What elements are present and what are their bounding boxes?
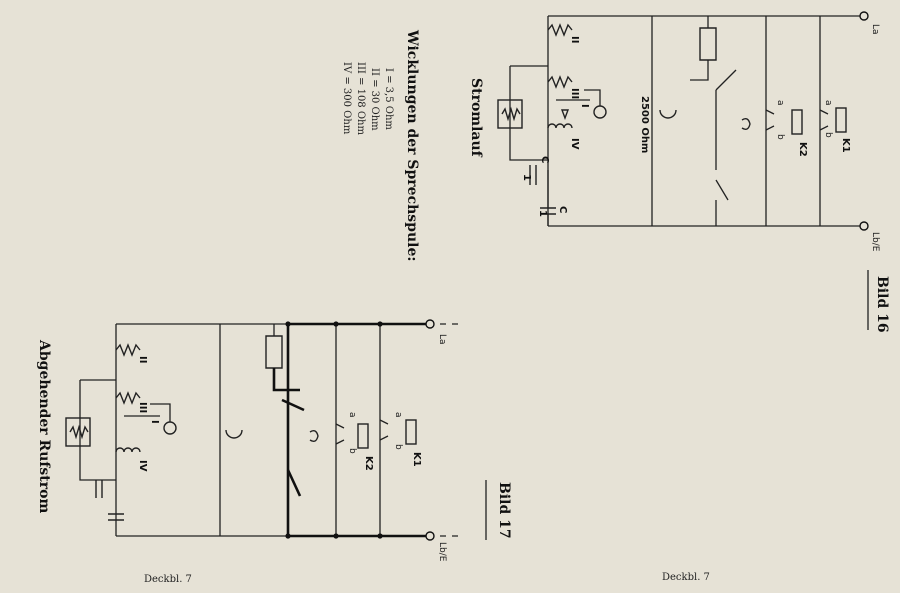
bild17-capacitor-2 [108,513,124,521]
bild16-resistor-II [547,23,573,37]
bild16-label-1b: 1 [537,210,548,217]
bild16-label-1a: 1 [521,174,532,181]
bild17-coil-IV [115,447,141,453]
bild16-inductor-box [497,99,523,129]
bild16-capacitor-1 [529,165,537,185]
bild16-label-k1: K1 [840,138,851,153]
bild17-label-b2: b [347,448,357,454]
bild17-capacitor-1 [95,480,103,498]
bild16-hook [741,117,751,131]
bild17-label-lbe: Lb/E [437,542,447,562]
coil-row-2: II = 30 Ohm [369,68,380,131]
bild16-relay-k2 [791,109,803,135]
bild16-title: Bild 16 [874,276,890,333]
bild16-label-c1: C [539,156,550,163]
bild17-label-b1: b [393,444,403,450]
bild16-lamp [699,27,717,61]
bild16-label-c2: C [557,206,568,213]
bild16-label-k2: K2 [797,142,808,157]
bild17-diagram: La Lb/E K1 K2 a b a b II III I IV Bild 1… [36,319,512,562]
bild16-label-la: La [870,24,880,35]
bild16-label-III: III [569,88,580,99]
bild16-terminal-lbe [859,221,869,231]
bild17-label-IV: IV [137,460,148,472]
bild17-label-a2: a [347,412,357,418]
bild16-label-IV: IV [569,138,580,150]
bild17-terminal-la [425,319,435,329]
bild17-microphone [163,421,177,435]
bild17-title: Bild 17 [496,482,512,539]
bild17-inductor-box [65,417,91,447]
bild17-label-k1: K1 [411,452,422,467]
coil-row-4: IV = 300 Ohm [341,62,352,135]
bild16-label-b2: b [775,134,785,140]
bild16-label-lbe: Lb/E [870,232,880,252]
bild17-label-k2: K2 [363,456,374,471]
bild17-caption: Abgehender Rufstrom [36,339,52,513]
footer-right: Deckbl. 7 [662,572,710,583]
bild16-label-a2: a [775,100,785,106]
bild16-microphone [593,105,607,119]
bild16-label-b1: b [823,132,833,138]
bild16-resistance-label: 2500 Ohm [639,96,650,153]
bild16-caption: Stromlauf [468,78,484,158]
bild17-resistor-III [115,391,141,405]
bild17-relay-k2 [357,423,369,449]
bild17-label-III: III [137,402,148,413]
bild17-label-a1: a [393,412,403,418]
bild17-earpiece [225,429,243,439]
bild17-resistor-II [115,343,141,357]
bild16-relay-k1 [835,107,847,133]
bild16-earpiece [659,109,677,119]
bild17-label-II: II [137,356,148,363]
bild17-hook [309,429,319,443]
bild16-label-I: I [579,104,590,108]
footer-left: Deckbl. 7 [144,574,192,585]
bild16-label-a1: a [823,100,833,106]
bild16-terminal-la [859,11,869,21]
bild16-label-II: II [569,36,580,43]
bild17-terminal-lbe [425,531,435,541]
coil-table-heading: Wicklungen der Sprechspule: [404,29,420,262]
bild16-resistor-III [547,75,573,89]
bild16-diagram: La Lb/E K1 K2 a b a b 2500 Ohm II III I … [468,11,890,333]
bild17-label-la: La [437,334,447,345]
bild16-coil-IV [547,123,573,129]
coil-row-3: III = 108 Ohm [355,62,366,135]
bild17-relay-k1 [405,419,417,445]
coil-row-1: I = 3,5 Ohm [383,68,394,130]
bild17-label-I: I [149,420,160,424]
bild17-lamp [265,335,283,369]
coil-table: Wicklungen der Sprechspule: I = 3,5 Ohm … [341,29,420,262]
